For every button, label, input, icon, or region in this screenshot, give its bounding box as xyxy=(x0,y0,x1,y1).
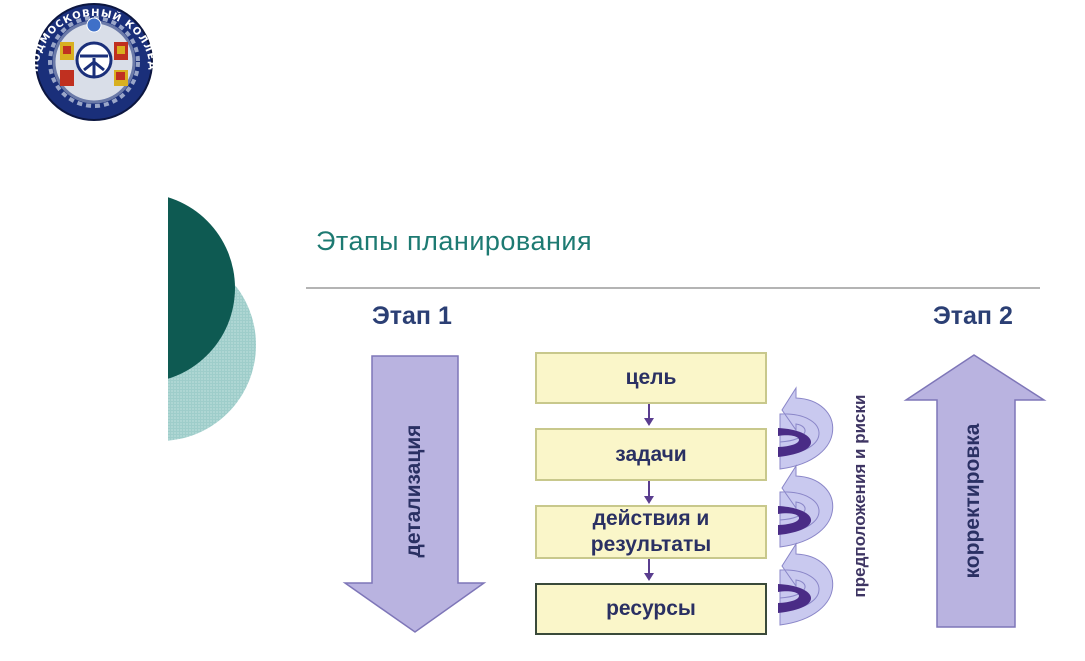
box-tasks: задачи xyxy=(535,428,767,481)
box-resources-label: ресурсы xyxy=(606,597,696,620)
connector-arrows xyxy=(644,404,654,581)
down-arrow-label: детализация xyxy=(402,424,425,558)
diagram-title: Этапы планирования xyxy=(316,226,593,256)
box-tasks-label: задачи xyxy=(615,442,687,466)
loop-1 xyxy=(778,386,834,470)
loop-2 xyxy=(778,464,834,548)
box-actions-label-line2: результаты xyxy=(590,533,712,556)
college-logo: ПОДМОСКОВНЫЙ КОЛЛЕДЖ "ЭНЕРГИЯ" xyxy=(10,0,157,121)
loop-3 xyxy=(778,542,834,626)
loop-label: предположения и риски xyxy=(850,394,869,598)
box-resources: ресурсы xyxy=(535,583,767,635)
up-arrow-label: корректировка xyxy=(961,423,984,579)
box-actions-results: действия и результаты xyxy=(535,505,767,559)
stage-1-label: Этап 1 xyxy=(372,302,452,330)
feedback-loops xyxy=(778,386,834,626)
down-arrow xyxy=(342,355,487,633)
decor-dark-circle xyxy=(168,197,235,379)
box-actions-label-line1: действия и xyxy=(592,507,710,530)
stage-2-label: Этап 2 xyxy=(933,302,1013,330)
box-goal: цель xyxy=(535,352,767,404)
up-arrow xyxy=(903,354,1047,628)
box-goal-label: цель xyxy=(625,366,677,389)
